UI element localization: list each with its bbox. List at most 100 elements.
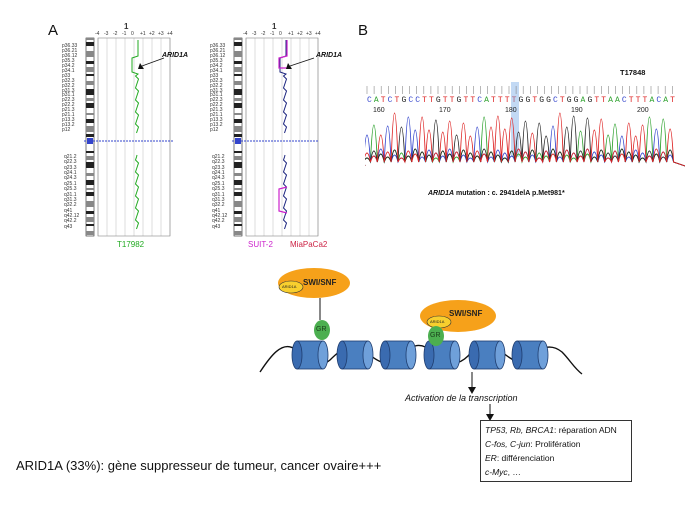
band-label-q: q32.2 bbox=[212, 202, 225, 209]
sequence-base: T bbox=[394, 96, 400, 105]
band-label-q: q24.3 bbox=[212, 175, 225, 182]
band-label-p: p34.1 bbox=[62, 67, 75, 74]
nucleosome bbox=[291, 340, 329, 370]
target-row-1: TP53, Rb, BRCA1: réparation ADN bbox=[485, 423, 627, 437]
sequence-base: T bbox=[628, 96, 634, 105]
band-label-p: p21.3 bbox=[210, 107, 223, 114]
sequence-base: T bbox=[442, 96, 448, 105]
target-role-1: : réparation ADN bbox=[553, 425, 617, 435]
sequence-base: T bbox=[470, 96, 476, 105]
sequence-base: T bbox=[670, 96, 675, 105]
band-label-p: p36.33 bbox=[210, 43, 226, 49]
band-label-q: q31.3 bbox=[64, 196, 77, 203]
sequence-base: T bbox=[642, 96, 648, 105]
scale-tick: +2 bbox=[297, 31, 303, 37]
scale-tick: +4 bbox=[167, 31, 173, 37]
band-label-p: p21.1 bbox=[210, 112, 223, 119]
sequence-base: T bbox=[497, 96, 503, 105]
chromosome-number: 1 bbox=[272, 22, 277, 31]
scale-tick: -4 bbox=[243, 31, 248, 37]
gene-label-2: ARID1A bbox=[316, 52, 343, 59]
sequence-position-label: 190 bbox=[571, 107, 583, 114]
band-label-p: p12 bbox=[62, 127, 71, 134]
target-row-3: ER: différenciation bbox=[485, 451, 627, 465]
cnv-trace-p-2 bbox=[279, 40, 288, 134]
sample-label-suit2: SUIT-2 bbox=[248, 240, 273, 249]
band-label-p: p35.3 bbox=[210, 57, 223, 64]
band-label-q: q24.1 bbox=[212, 170, 225, 177]
sequence-base: G bbox=[587, 96, 593, 105]
band-label-q: q25.3 bbox=[212, 186, 225, 193]
complex2-name: SWI/SNF bbox=[449, 309, 483, 318]
sequence-base: T bbox=[601, 96, 607, 105]
sequence-base: G bbox=[401, 96, 407, 105]
scale-tick: +1 bbox=[140, 31, 146, 37]
target-role-2: : Prolifération bbox=[530, 439, 581, 449]
arid1a-subunit-1 bbox=[278, 280, 304, 294]
band-label-p: p13.3 bbox=[210, 117, 223, 124]
nucleosome bbox=[468, 340, 506, 370]
band-label-q: q24.1 bbox=[64, 170, 77, 177]
band-label-p: p32.2 bbox=[210, 82, 223, 89]
band-label-q: q32.2 bbox=[64, 202, 77, 209]
target-genes-3: ER bbox=[485, 453, 497, 463]
sequence-base: C bbox=[367, 96, 372, 105]
band-label-p: p22.3 bbox=[210, 97, 223, 104]
band-label-p: p31.1 bbox=[62, 92, 75, 99]
sequence-base: A bbox=[663, 96, 669, 105]
band-label-p: p31.3 bbox=[62, 87, 75, 94]
sequence-base: T bbox=[463, 96, 469, 105]
cnv-trace-p-1 bbox=[131, 40, 140, 134]
trace-t bbox=[365, 112, 685, 167]
cnv-plots bbox=[84, 37, 319, 237]
chromosome-number: 1 bbox=[124, 22, 129, 31]
sequence-base: C bbox=[621, 96, 627, 105]
sequence-base: G bbox=[518, 96, 524, 105]
sequence-base: T bbox=[511, 96, 517, 105]
sequence-base: G bbox=[435, 96, 441, 105]
band-label-p: p22.2 bbox=[210, 102, 223, 109]
band-label-q: q23.3 bbox=[64, 164, 77, 171]
band-label-q: q22.3 bbox=[212, 159, 225, 166]
scale-tick: 0 bbox=[279, 31, 282, 37]
nucleosome bbox=[336, 340, 374, 370]
complex2-subunit: ARID1A bbox=[430, 319, 445, 324]
sequence-base: T bbox=[422, 96, 427, 105]
sequence-base: T bbox=[491, 96, 496, 105]
sequence-base: C bbox=[477, 96, 483, 105]
cnv-trace-overlay bbox=[278, 40, 288, 69]
scale-tick: +2 bbox=[149, 31, 155, 37]
nucleosome bbox=[423, 340, 461, 370]
sequence-base: G bbox=[539, 96, 545, 105]
gene-arrow-1 bbox=[141, 57, 165, 67]
sample-id: T17848 bbox=[620, 68, 646, 77]
sequence-base: T bbox=[594, 96, 600, 105]
band-label-p: p33 bbox=[62, 72, 71, 79]
target-row-4: c-Myc, … bbox=[485, 465, 627, 479]
sequence-base: T bbox=[532, 96, 538, 105]
complex1-name: SWI/SNF bbox=[303, 278, 337, 287]
activation-arrowhead bbox=[468, 387, 476, 394]
target-genes-2: C-fos, C-jun bbox=[485, 439, 531, 449]
scale-tick: +4 bbox=[315, 31, 321, 37]
gene-arrow-2 bbox=[289, 57, 315, 67]
band-label-q: q21.2 bbox=[212, 154, 225, 160]
gr-factor-2 bbox=[428, 326, 444, 346]
sequence-base: G bbox=[573, 96, 579, 105]
sequence-base: T bbox=[635, 96, 641, 105]
band-label-p: p13.2 bbox=[62, 122, 75, 129]
sequence-position-label: 170 bbox=[439, 107, 451, 114]
band-label-q: q25.1 bbox=[64, 180, 77, 187]
nucleosome bbox=[379, 340, 417, 370]
band-label-q: q31.1 bbox=[212, 191, 225, 198]
mutation-highlight bbox=[510, 82, 519, 157]
sequence-base: A bbox=[608, 96, 613, 105]
sequence-base: C bbox=[415, 96, 421, 105]
band-label-p: p36.21 bbox=[62, 47, 78, 54]
gene-arrowhead-2 bbox=[286, 63, 292, 69]
nucleosome bbox=[511, 340, 549, 370]
mutation-gene: ARID1A bbox=[428, 190, 455, 197]
